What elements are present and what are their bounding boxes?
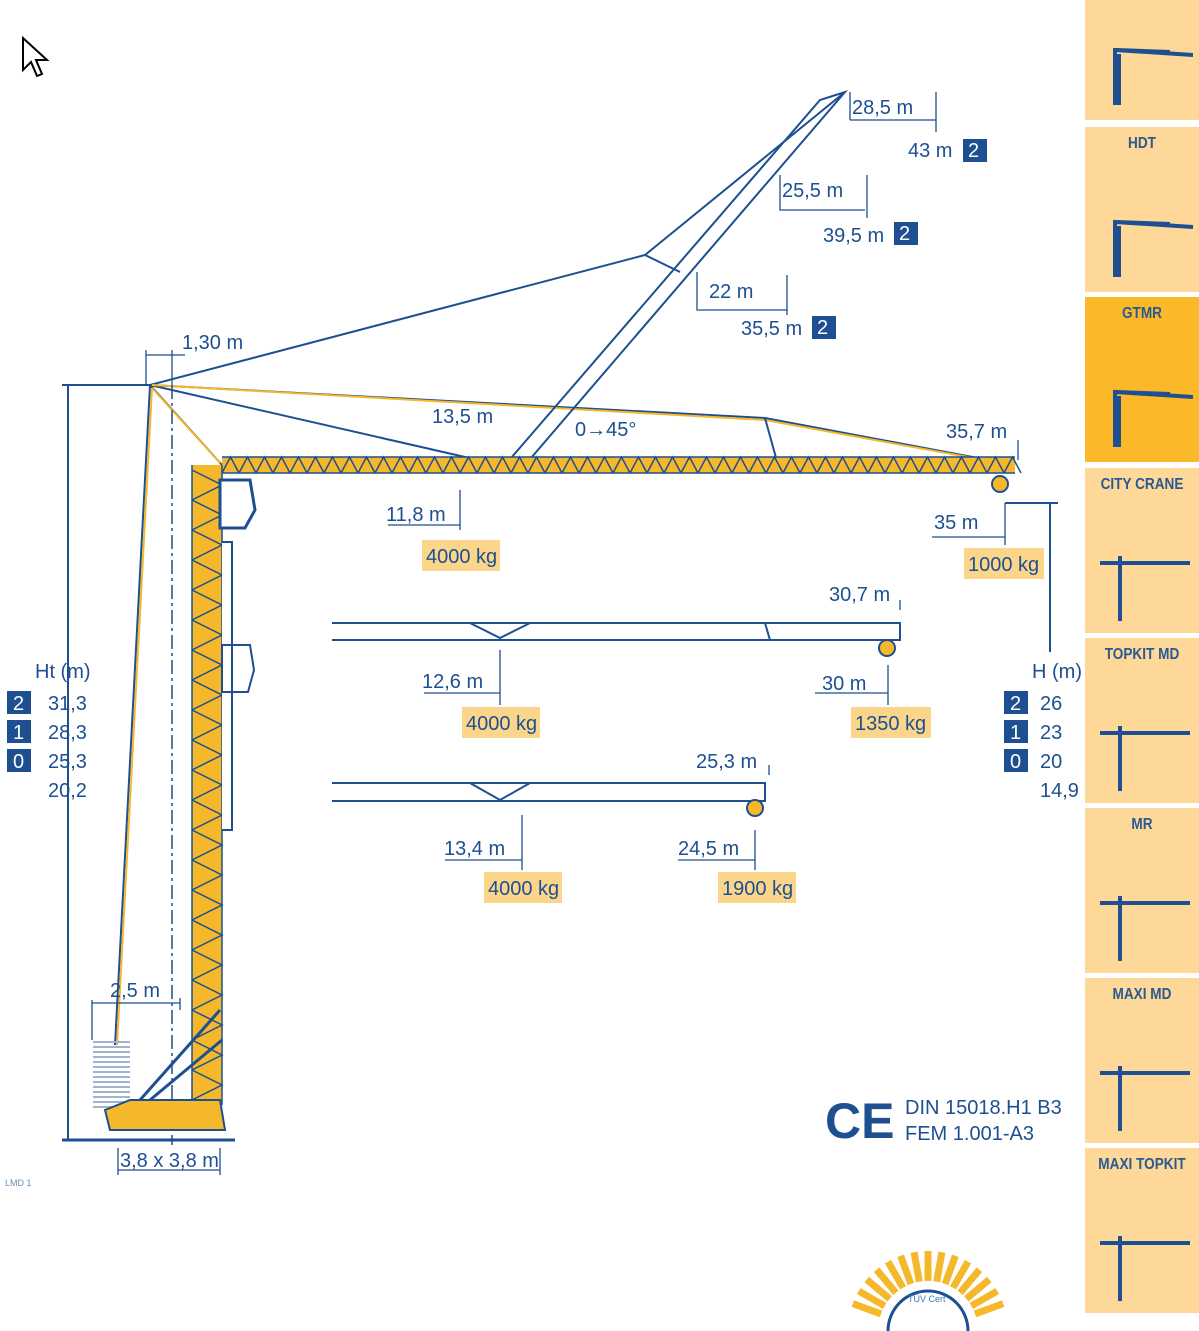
sidebar-item-label: HDT — [1128, 135, 1156, 152]
cert-din: DIN 15018.H1 B3 — [905, 1097, 1062, 1119]
table-value: 26 — [1040, 693, 1062, 715]
h-dimension — [1005, 502, 1058, 652]
crane-type-sidebar: HDT GTMR CITY CRANE TOPKIT MD MR MAXI MD MAXI … — [1085, 0, 1199, 1331]
sidebar-item-gtmr[interactable]: GTMR — [1085, 297, 1199, 462]
crane-thumbnail-icon — [1100, 1066, 1190, 1131]
hook-icon — [746, 799, 764, 817]
r3-max: 25,3 m — [696, 751, 757, 773]
luffing-angle: 0→45° — [575, 419, 636, 441]
crane-diagram: 28,5 m 43 m 2 25,5 m 39,5 m 2 22 m 35,5 … — [7, 35, 1082, 1331]
tuv-logo: TÜV Cert — [851, 1251, 1005, 1331]
svg-text:TÜV Cert: TÜV Cert — [908, 1294, 946, 1304]
sidebar-item-label: MAXI MD — [1112, 986, 1172, 1003]
config-badge: 2 — [13, 693, 24, 715]
r3-tip-load: 1900 kg — [722, 878, 793, 900]
crane-thumbnail-icon — [1113, 219, 1194, 277]
crane-thumbnail-icon — [1100, 556, 1190, 621]
jib-config-3 — [332, 782, 766, 802]
luff-top-height: 43 m — [908, 140, 952, 162]
config-badge: 2 — [817, 317, 828, 339]
sidebar-item-maxi-md[interactable]: MAXI MD — [1085, 978, 1199, 1143]
sidebar-item-maxi-topkit[interactable]: MAXI TOPKIT — [1085, 1148, 1199, 1313]
table-value: 28,3 — [48, 722, 87, 744]
sidebar-item-label: GTMR — [1121, 305, 1163, 322]
luff-low-height: 35,5 m — [741, 318, 802, 340]
r1-radius: 11,8 m — [386, 504, 446, 526]
ce-mark: CE — [825, 1093, 894, 1149]
r2-tip-load: 1350 kg — [855, 713, 926, 735]
sidebar-item-crane[interactable] — [1085, 0, 1199, 120]
hook-icon — [991, 475, 1009, 493]
ballast-offset: 2,5 m — [110, 980, 160, 1002]
r2-tip-radius: 30 m — [822, 673, 866, 695]
jib-section-length: 13,5 m — [432, 406, 493, 428]
table-value: 25,3 — [48, 751, 87, 773]
h-table: H (m) 2 26 1 23 0 20 14,9 — [1004, 661, 1082, 802]
crane-thumbnail-icon — [1100, 726, 1190, 791]
r3-load: 4000 kg — [488, 878, 559, 900]
cab — [218, 478, 257, 530]
sidebar-item-topkit-md[interactable]: TOPKIT MD — [1085, 638, 1199, 803]
table-value: 23 — [1040, 722, 1062, 744]
config-badge: 1 — [13, 722, 24, 744]
table-title: Ht (m) — [35, 661, 91, 683]
crane-base — [103, 1099, 227, 1131]
config-badge: 2 — [899, 223, 910, 245]
sidebar-item-label: TOPKIT MD — [1104, 646, 1180, 663]
r2-load: 4000 kg — [466, 713, 537, 735]
luff-low-radius: 22 m — [709, 281, 753, 303]
config-badge: 2 — [1010, 693, 1021, 715]
table-value: 20,2 — [48, 780, 87, 802]
crane-thumbnail-icon — [1113, 389, 1194, 447]
sidebar-item-mr[interactable]: MR — [1085, 808, 1199, 973]
sidebar-item-city-crane[interactable]: CITY CRANE — [1085, 468, 1199, 633]
model-code: LMD 1 — [5, 1178, 32, 1188]
r1-tip-load: 1000 kg — [968, 554, 1039, 576]
r1-tip-radius: 35 m — [934, 512, 978, 534]
crane-thumbnail-icon — [1100, 1236, 1190, 1301]
config-badge: 0 — [13, 751, 24, 773]
table-title: H (m) — [1032, 661, 1082, 683]
jib-max-length: 35,7 m — [946, 421, 1007, 443]
sidebar-item-label: CITY CRANE — [1100, 476, 1184, 493]
crane-thumbnail-icon — [1113, 47, 1194, 105]
luff-mid-height: 39,5 m — [823, 225, 884, 247]
ballast-blocks — [93, 1041, 130, 1108]
main-jib — [222, 457, 1015, 473]
sidebar-item-label: MR — [1131, 816, 1153, 833]
luff-top-radius: 28,5 m — [852, 97, 913, 119]
r3-radius: 13,4 m — [444, 838, 505, 860]
table-value: 20 — [1040, 751, 1062, 773]
ht-dimension — [62, 384, 150, 1140]
mast — [192, 465, 222, 1105]
r2-radius: 12,6 m — [422, 671, 483, 693]
r1-load: 4000 kg — [426, 546, 497, 568]
table-value: 31,3 — [48, 693, 87, 715]
r2-max: 30,7 m — [829, 584, 890, 606]
hook-icon — [878, 639, 896, 657]
apex-offset: 1,30 m — [182, 332, 243, 354]
ht-table: Ht (m) 2 31,3 1 28,3 0 25,3 20,2 — [7, 661, 91, 802]
config-badge: 0 — [1010, 751, 1021, 773]
config-badge: 1 — [1010, 722, 1021, 744]
sidebar-item-label: MAXI TOPKIT — [1098, 1156, 1186, 1173]
mouse-cursor-icon — [22, 35, 50, 78]
luff-mid-radius: 25,5 m — [782, 180, 843, 202]
jib-config-2 — [332, 622, 901, 641]
table-value: 14,9 — [1040, 780, 1079, 802]
config-badge: 2 — [968, 140, 979, 162]
crane-thumbnail-icon — [1100, 896, 1190, 961]
sidebar-item-hdt[interactable]: HDT — [1085, 127, 1199, 292]
r3-tip-radius: 24,5 m — [678, 838, 739, 860]
cert-fem: FEM 1.001-A3 — [905, 1123, 1034, 1145]
base-size: 3,8 x 3,8 m — [120, 1150, 219, 1172]
